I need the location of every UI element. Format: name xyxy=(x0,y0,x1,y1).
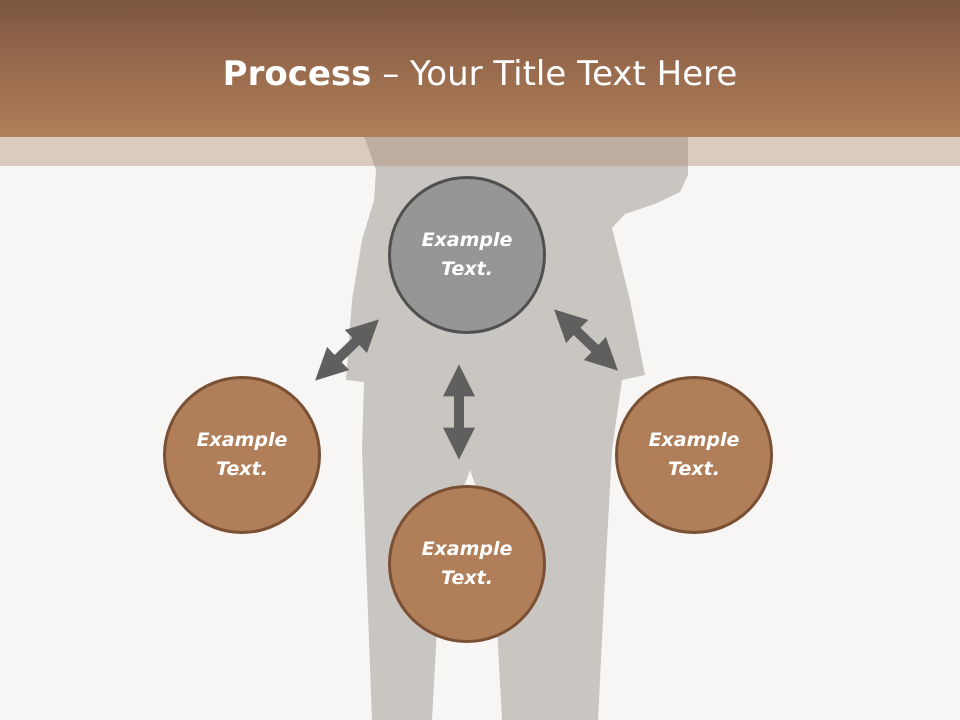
node-left: Example Text. xyxy=(163,376,321,534)
title-bar xyxy=(0,0,960,137)
title-separator: – xyxy=(371,54,411,94)
node-bottom: Example Text. xyxy=(388,485,546,643)
node-bottom-label: Example Text. xyxy=(421,538,513,589)
title-bar-band xyxy=(0,137,960,166)
node-right: Example Text. xyxy=(615,376,773,534)
arrow-right-double-icon xyxy=(554,309,618,371)
title-rest: Your Title Text Here xyxy=(410,54,738,94)
node-left-label: Example Text. xyxy=(196,429,288,480)
node-right-label: Example Text. xyxy=(648,429,740,480)
slide-title: Process – Your Title Text Here xyxy=(0,52,960,96)
arrow-left-double-icon xyxy=(315,319,379,381)
node-center-label: Example Text. xyxy=(421,229,513,280)
node-center: Example Text. xyxy=(388,176,546,334)
title-bold: Process xyxy=(222,54,372,94)
